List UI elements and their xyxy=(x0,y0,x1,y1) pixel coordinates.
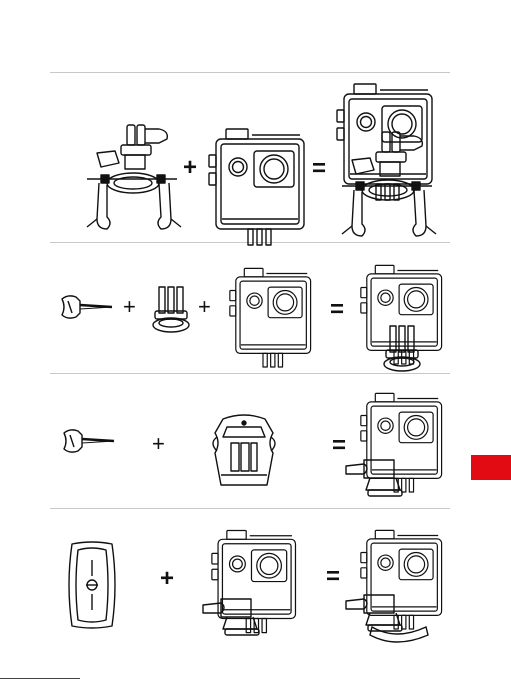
thumb-screw-icon xyxy=(60,427,116,455)
plus-sign: + xyxy=(198,296,211,318)
plus-sign: + xyxy=(152,433,165,455)
camera-with-buckle-icon xyxy=(346,390,446,495)
plus-sign: + xyxy=(160,567,174,591)
equals-sign: = xyxy=(332,434,346,458)
divider xyxy=(50,508,450,509)
waterproof-case-icon xyxy=(229,265,329,385)
footer-rule xyxy=(0,678,80,679)
plus-sign: + xyxy=(123,296,136,318)
plus-sign: + xyxy=(183,156,197,180)
camera-with-tripod-adapter-icon xyxy=(360,262,450,362)
equals-sign: = xyxy=(312,157,326,181)
section-tab-fill xyxy=(471,455,511,480)
section-tab xyxy=(471,455,511,480)
waterproof-case-icon xyxy=(208,125,308,245)
tripod-adapter-icon xyxy=(151,285,191,335)
equals-sign: = xyxy=(326,565,340,589)
thumb-screw-icon xyxy=(58,293,114,321)
camera-on-handlebar-mount-icon xyxy=(336,80,446,240)
handlebar-mount-icon xyxy=(85,123,195,233)
divider xyxy=(50,72,450,73)
camera-on-curved-mount-icon xyxy=(346,527,446,652)
case-with-buckle-icon xyxy=(203,527,303,637)
quick-release-buckle-icon xyxy=(209,413,279,493)
curved-adhesive-mount-icon xyxy=(64,540,120,630)
equals-sign: = xyxy=(330,298,344,322)
